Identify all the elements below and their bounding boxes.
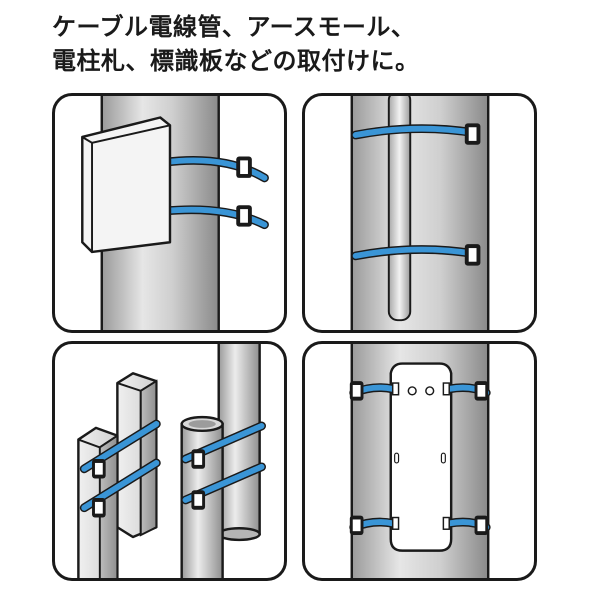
square-post — [116, 372, 158, 539]
posts-pipes-band-icon — [77, 344, 266, 578]
illustration-panel-posts-and-pipes — [52, 341, 287, 581]
conduit — [387, 96, 412, 322]
plate-bracket — [442, 516, 450, 530]
plate-bracket — [391, 382, 400, 396]
buckle — [464, 244, 481, 266]
pole-box-band-icon — [81, 96, 269, 330]
illustration-panel-conduit-on-pole — [302, 93, 537, 333]
buckle — [92, 459, 106, 479]
junction-box — [81, 116, 172, 254]
buckle — [236, 205, 252, 227]
illustration-panel-box-on-pole — [52, 93, 287, 333]
headline-line-2: 電柱札、標識板などの取付けに。 — [52, 47, 420, 75]
buckle — [464, 123, 481, 145]
buckle — [474, 381, 489, 401]
pole-conduit-band-icon — [350, 96, 490, 330]
plate-bracket — [391, 516, 400, 530]
buckle — [236, 156, 252, 178]
plate-bracket — [442, 382, 450, 396]
headline: ケーブル電線管、アースモール、 電柱札、標識板などの取付けに。 — [52, 10, 572, 78]
pole-sign-band-icon — [349, 344, 491, 578]
buckle — [474, 515, 489, 536]
sign-plate — [389, 362, 453, 552]
buckle — [92, 498, 106, 518]
illustration-panel-sign-plate-on-pole — [302, 341, 537, 581]
headline-line-1: ケーブル電線管、アースモール、 — [52, 13, 416, 41]
buckle — [191, 449, 206, 469]
buckle — [349, 515, 364, 536]
buckle — [349, 381, 364, 401]
buckle — [191, 490, 206, 510]
